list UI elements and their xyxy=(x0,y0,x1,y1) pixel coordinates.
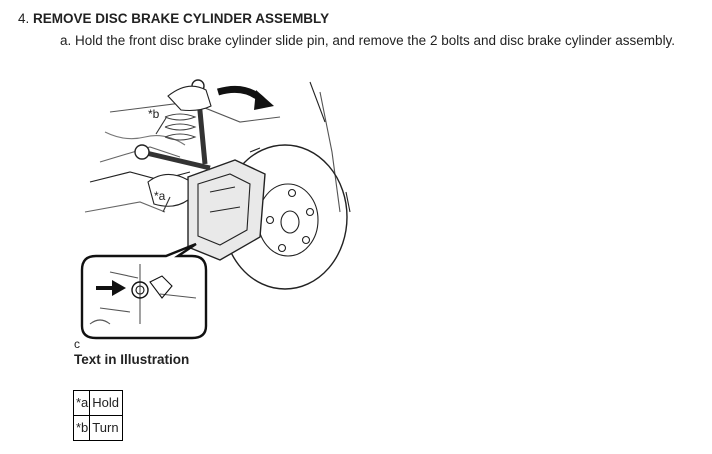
legend-code: *b xyxy=(72,415,91,441)
coil-spring xyxy=(164,113,197,141)
callout-c: c xyxy=(74,337,80,351)
callout-b: *b xyxy=(148,107,160,121)
legend-description: Hold xyxy=(89,390,124,416)
upper-hand xyxy=(167,85,212,112)
illustration-legend-table: *a Hold *b Turn xyxy=(72,390,124,441)
brake-illustration: *b *a c xyxy=(70,62,370,356)
detail-inset xyxy=(80,242,208,340)
substep-instruction: a. Hold the front disc brake cylinder sl… xyxy=(60,33,676,48)
legend-row: *a Hold xyxy=(72,390,124,416)
legend-row: *b Turn xyxy=(72,415,124,441)
step-title: REMOVE DISC BRAKE CYLINDER ASSEMBLY xyxy=(33,11,330,26)
callout-a: *a xyxy=(154,189,166,203)
legend-code: *a xyxy=(72,390,91,416)
illustration-text-title: Text in Illustration xyxy=(74,352,190,367)
legend-description: Turn xyxy=(89,415,124,441)
step-heading: 4. REMOVE DISC BRAKE CYLINDER ASSEMBLY xyxy=(18,11,329,26)
lower-hand xyxy=(147,173,189,207)
brake-drawing: *b *a c xyxy=(74,79,351,351)
wrench-tool xyxy=(141,149,211,171)
step-number: 4. xyxy=(18,11,30,26)
